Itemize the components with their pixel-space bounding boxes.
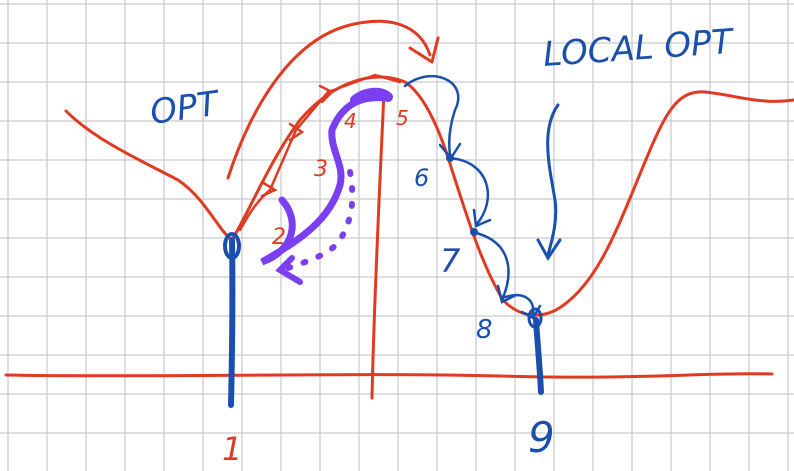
- hop-7-8: [470, 230, 510, 302]
- local-opt-arrow: [546, 103, 560, 257]
- label-7: 7: [440, 242, 461, 280]
- x-axis-line: [4, 372, 774, 379]
- hop-5-6: [403, 75, 460, 157]
- start-point: [223, 232, 241, 260]
- end-pillar: [533, 317, 544, 395]
- node-6-dot: [446, 154, 454, 162]
- local-opt-label: LOCAL OPT: [542, 22, 736, 75]
- peak-vertical-line: [370, 90, 386, 400]
- step-arrow-3: [318, 84, 335, 104]
- label-8: 8: [476, 315, 493, 345]
- hop-arrow-8-9: [520, 304, 542, 320]
- purple-dotted-return: [285, 169, 356, 271]
- purple-top-blob: [350, 87, 393, 105]
- hop-8-9: [500, 293, 535, 317]
- label-9: 9: [528, 413, 555, 462]
- hop-arrow-6-7: [472, 208, 492, 228]
- purple-climb-path: [260, 94, 389, 266]
- hop-arrow-7-8: [496, 284, 518, 304]
- label-4: 4: [344, 109, 357, 133]
- end-point: [527, 307, 543, 329]
- label-2: 2: [272, 225, 286, 250]
- local-opt-arrowhead: [536, 238, 562, 261]
- label-1: 1: [222, 430, 242, 468]
- objective-curve: [64, 75, 794, 317]
- jump-arc: [226, 19, 432, 180]
- label-5: 5: [396, 106, 409, 130]
- hop-6-7: [446, 156, 490, 227]
- node-7-dot: [470, 228, 478, 236]
- jump-arrowhead: [408, 36, 440, 64]
- label-3: 3: [314, 157, 328, 182]
- start-pillar: [228, 237, 236, 408]
- step-arrow-2: [288, 122, 305, 142]
- opt-label: OPT: [148, 84, 223, 133]
- step-arrow-1: [260, 180, 278, 198]
- purple-return-arrowhead: [275, 255, 303, 285]
- label-6: 6: [414, 164, 429, 192]
- step-path: [238, 73, 402, 232]
